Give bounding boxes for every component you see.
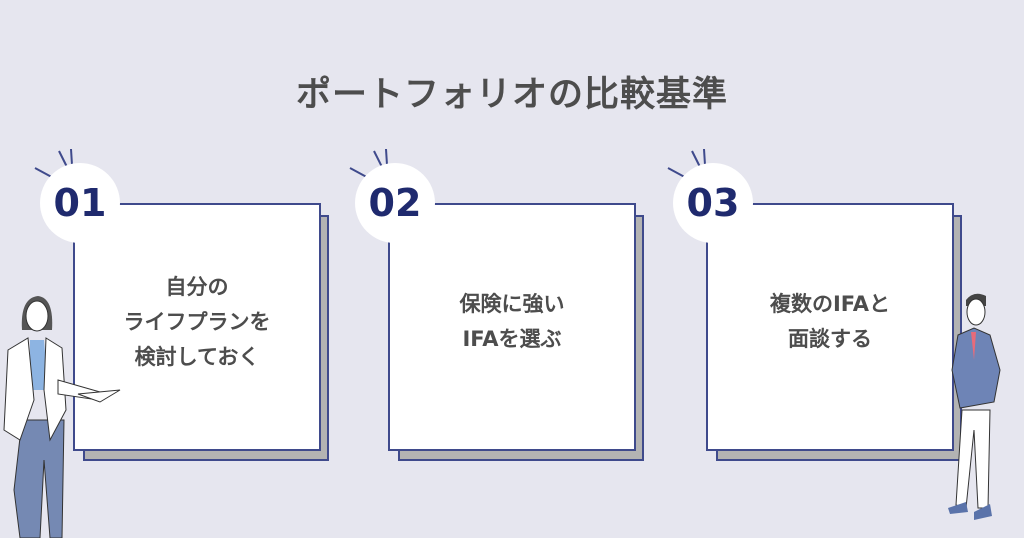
step-number-badge: 03	[673, 163, 753, 243]
card-text: 保険に強い IFAを選ぶ	[459, 292, 565, 351]
card-box: 自分の ライフプランを 検討しておく	[73, 203, 321, 451]
step-number-badge: 01	[40, 163, 120, 243]
card-2: 保険に強い IFAを選ぶ 02	[349, 148, 644, 461]
card-text: 複数のIFAと 面談する	[769, 292, 890, 351]
card-box: 複数のIFAと 面談する	[706, 203, 954, 451]
card-text: 自分の ライフプランを 検討しておく	[123, 274, 271, 369]
woman-presenter-illustration	[3, 296, 121, 538]
page-title: ポートフォリオの比較基準	[295, 75, 728, 115]
card-box: 保険に強い IFAを選ぶ	[388, 203, 636, 451]
card-1: 自分の ライフプランを 検討しておく 01	[34, 148, 329, 461]
step-number-badge: 02	[355, 163, 435, 243]
man-in-suit-illustration	[948, 293, 1001, 520]
card-3: 複数のIFAと 面談する 03	[667, 148, 962, 461]
